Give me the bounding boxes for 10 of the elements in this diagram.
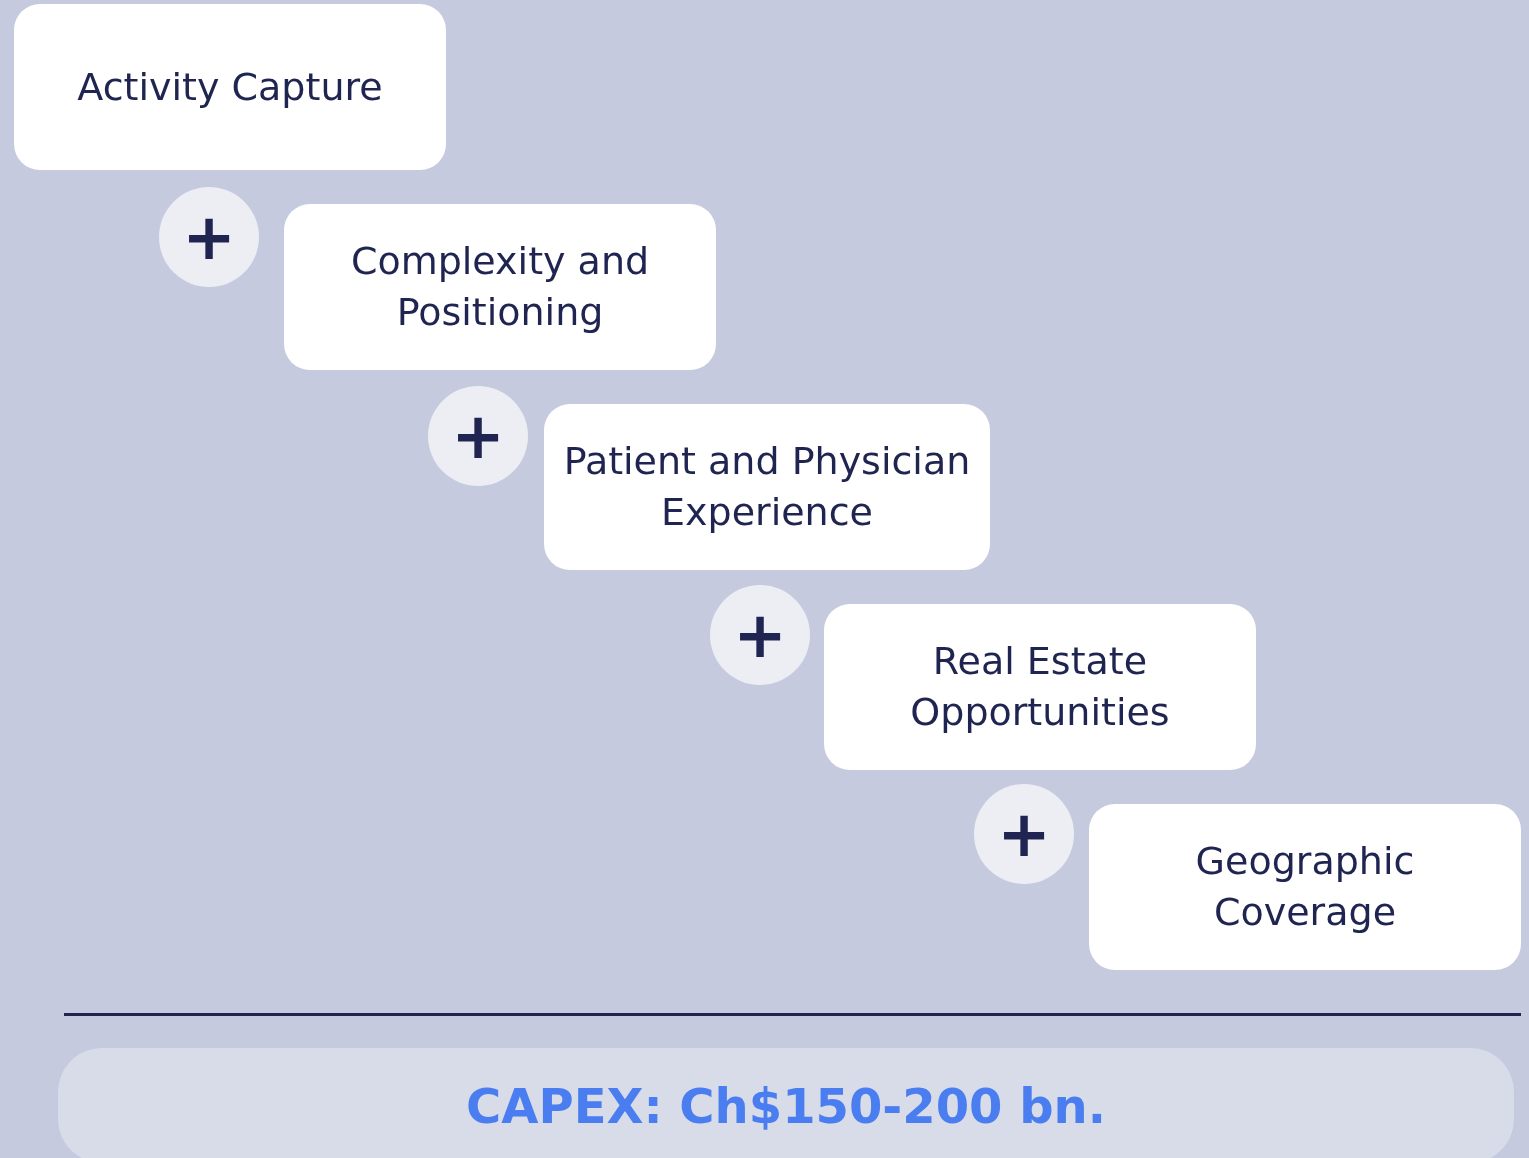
plus-circle: + xyxy=(974,784,1074,884)
plus-circle: + xyxy=(710,585,810,685)
stage-box: Real Estate Opportunities xyxy=(824,604,1256,770)
total-banner: CAPEX: Ch$150-200 bn. xyxy=(58,1048,1514,1158)
stage-box: Complexity and Positioning xyxy=(284,204,716,370)
stage-box: Activity Capture xyxy=(14,4,446,170)
plus-circle: + xyxy=(159,187,259,287)
stage-box: Geographic Coverage xyxy=(1089,804,1521,970)
stage-box: Patient and Physician Experience xyxy=(544,404,990,570)
plus-circle: + xyxy=(428,386,528,486)
